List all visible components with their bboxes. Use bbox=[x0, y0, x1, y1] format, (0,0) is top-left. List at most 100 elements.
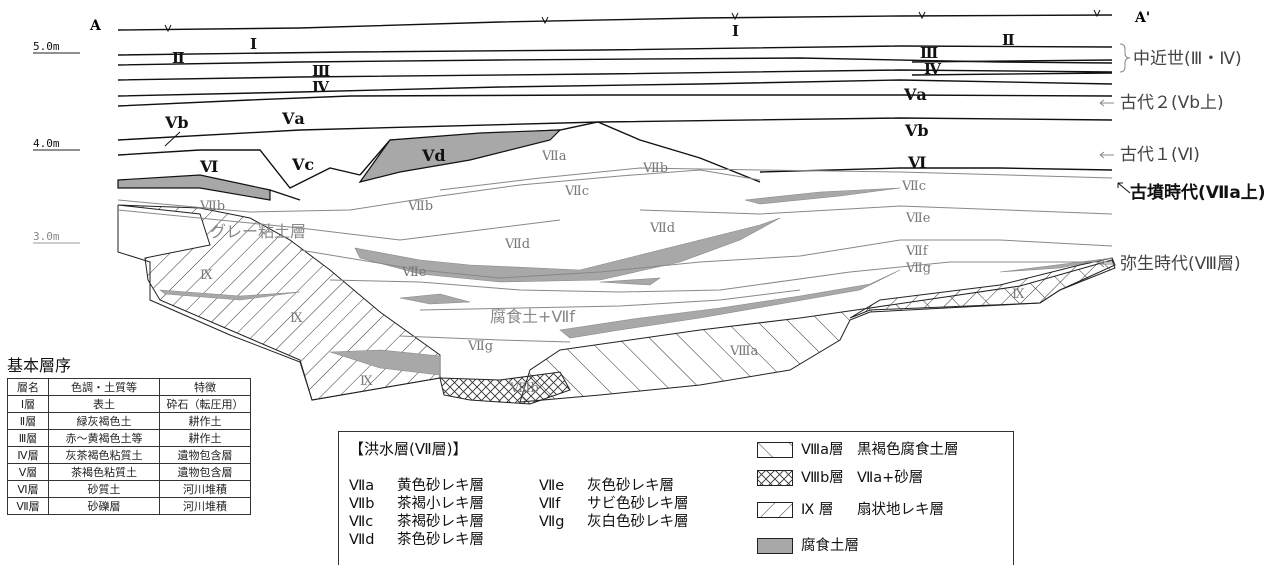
legend-code: Ⅶc bbox=[349, 514, 374, 530]
label-viid-2: Ⅶd bbox=[504, 237, 530, 252]
period-label-kofun: 古墳時代(Ⅶa上) bbox=[1130, 182, 1266, 203]
label-ii-right: Ⅱ bbox=[1002, 31, 1015, 49]
table-cell: 緑灰褐色土 bbox=[48, 412, 160, 430]
label-viif: Ⅶf bbox=[905, 244, 929, 259]
legend-item-viid: Ⅶd 茶色砂レキ層 bbox=[349, 528, 484, 549]
label-vc: Ⅴc bbox=[291, 155, 314, 174]
legend-code: Ⅶd bbox=[349, 532, 375, 548]
legend-swatch-ix: Ⅸ 層 扇状地レキ層 bbox=[757, 498, 944, 519]
legend-item-viif: Ⅶf サビ色砂レキ層 bbox=[539, 492, 689, 513]
label-va-left: Ⅴa bbox=[281, 109, 305, 128]
legend-desc: 黄色砂レキ層 bbox=[397, 478, 484, 494]
legend-swatch-code: Ⅷa層 bbox=[801, 442, 844, 458]
label-viie-2: Ⅶe bbox=[401, 265, 427, 280]
table-cell: 赤～黄褐色土等 bbox=[48, 429, 160, 447]
diagonal-wide-hatch-icon bbox=[757, 442, 793, 458]
label-grey-clay: グレー粘土層 bbox=[210, 222, 306, 241]
legend-code: Ⅶb bbox=[349, 496, 375, 512]
label-viid-1: Ⅶd bbox=[649, 221, 675, 236]
table-cell: 灰茶褐色粘質土 bbox=[48, 446, 160, 464]
table-cell: 遺物包含層 bbox=[159, 446, 251, 464]
layer-viiia-area bbox=[519, 259, 1116, 403]
table-cell: 河川堆積 bbox=[159, 497, 251, 515]
legend-swatch-code: Ⅸ 層 bbox=[801, 502, 834, 518]
legend-code: Ⅶe bbox=[539, 478, 565, 494]
label-viia: Ⅶa bbox=[541, 149, 567, 164]
label-viig-2: Ⅶg bbox=[467, 339, 493, 354]
period-label-yayoi: 弥生時代(Ⅷ層) bbox=[1120, 254, 1241, 274]
layer-viiib-area bbox=[439, 371, 571, 405]
table-cell: Ⅵ層 bbox=[7, 480, 49, 498]
label-viie-1: Ⅶe bbox=[905, 211, 931, 226]
legend-item-viig: Ⅶg 灰白色砂レキ層 bbox=[539, 510, 689, 531]
label-vd: Ⅴd bbox=[421, 146, 446, 165]
legend-swatch-viiib: Ⅷb層 Ⅶa+砂層 bbox=[757, 466, 923, 487]
label-ix-3: Ⅸ bbox=[360, 374, 373, 389]
legend-swatch-code: Ⅷb層 bbox=[801, 470, 844, 486]
table-cell: Ⅲ層 bbox=[7, 429, 49, 447]
legend-swatch-desc: 扇状地レキ層 bbox=[857, 502, 944, 518]
legend-desc: 茶褐砂レキ層 bbox=[397, 514, 484, 530]
label-va-right: Ⅴa bbox=[903, 85, 927, 104]
legend-swatch-desc: Ⅶa+砂層 bbox=[857, 470, 924, 486]
legend-code: Ⅶf bbox=[539, 496, 561, 512]
legend-item-viie: Ⅶe 灰色砂レキ層 bbox=[539, 474, 674, 495]
label-ix-4: Ⅸ bbox=[1012, 287, 1025, 302]
legend-desc: 茶褐小レキ層 bbox=[397, 496, 484, 512]
elevation-label-3m: 3.0m bbox=[33, 230, 60, 243]
table-row: Ⅵ層 砂質土 河川堆積 bbox=[7, 480, 251, 498]
table-row: Ⅳ層 灰茶褐色粘質土 遺物包含層 bbox=[7, 446, 251, 464]
legend-desc: 茶色砂レキ層 bbox=[397, 532, 484, 548]
legend-code: Ⅶa bbox=[349, 478, 375, 494]
label-viib-1: Ⅶb bbox=[642, 161, 668, 176]
label-iv-left: Ⅳ bbox=[312, 78, 330, 96]
legend-swatch-desc: 腐食土層 bbox=[801, 538, 859, 554]
table-header: 色調・土質等 bbox=[48, 378, 160, 396]
table-cell: 耕作土 bbox=[159, 412, 251, 430]
table-cell: 表土 bbox=[48, 395, 160, 413]
basic-sequence-table: 層名 色調・土質等 特徴 Ⅰ層 表土 砕石（転圧用） Ⅱ層 緑灰褐色土 耕作土 … bbox=[7, 378, 251, 515]
legend-swatch-desc: 黒褐色腐食土層 bbox=[857, 442, 959, 458]
basic-sequence-table-block: 基本層序 層名 色調・土質等 特徴 Ⅰ層 表土 砕石（転圧用） Ⅱ層 緑灰褐色土… bbox=[7, 352, 251, 515]
table-cell: Ⅶ層 bbox=[7, 497, 49, 515]
table-row: Ⅲ層 赤～黄褐色土等 耕作土 bbox=[7, 429, 251, 447]
label-vi-right: Ⅵ bbox=[907, 153, 926, 172]
legend-desc: 灰白色砂レキ層 bbox=[587, 514, 689, 530]
table-cell: 砂質土 bbox=[48, 480, 160, 498]
label-viib-2: Ⅶb bbox=[199, 199, 225, 214]
table-header: 特徴 bbox=[159, 378, 251, 396]
humus-lenses bbox=[159, 187, 1113, 376]
label-iii-left: Ⅲ bbox=[312, 62, 330, 80]
label-vb-left: Ⅴb bbox=[164, 113, 189, 132]
label-ix-2: Ⅸ bbox=[290, 311, 303, 326]
legend-desc: サビ色砂レキ層 bbox=[587, 496, 689, 512]
legend-item-viib: Ⅶb 茶褐小レキ層 bbox=[349, 492, 484, 513]
label-i-left: I bbox=[250, 35, 257, 53]
label-viiib: Ⅷb bbox=[509, 381, 539, 396]
legend-desc: 灰色砂レキ層 bbox=[587, 478, 674, 494]
solid-grey-swatch-icon bbox=[757, 538, 793, 554]
label-viib-3: Ⅶb bbox=[407, 199, 433, 214]
label-iii-right: Ⅲ bbox=[920, 44, 938, 62]
basic-sequence-title: 基本層序 bbox=[7, 356, 72, 375]
label-ii-left: Ⅱ bbox=[172, 49, 185, 67]
table-row: Ⅰ層 表土 砕石（転圧用） bbox=[7, 395, 251, 413]
table-cell: Ⅱ層 bbox=[7, 412, 49, 430]
label-humus-viif: 腐食土+Ⅶf bbox=[490, 307, 575, 326]
table-header-row: 層名 色調・土質等 特徴 bbox=[7, 378, 251, 396]
table-cell: Ⅰ層 bbox=[7, 395, 49, 413]
table-cell: 耕作土 bbox=[159, 429, 251, 447]
table-cell: 茶褐色粘質土 bbox=[48, 463, 160, 481]
legend-code: Ⅶg bbox=[539, 514, 565, 530]
crosshatch-icon bbox=[757, 470, 793, 486]
table-cell: 遺物包含層 bbox=[159, 463, 251, 481]
flood-legend-title: 【洪水層(Ⅶ層)】 bbox=[349, 440, 468, 458]
period-label-medieval: 中近世(Ⅲ・Ⅳ) bbox=[1133, 49, 1242, 69]
table-row: Ⅴ層 茶褐色粘質土 遺物包含層 bbox=[7, 463, 251, 481]
elevation-label-4m: 4.0m bbox=[33, 137, 60, 150]
table-row: Ⅱ層 緑灰褐色土 耕作土 bbox=[7, 412, 251, 430]
label-vb-right: Ⅴb bbox=[904, 121, 929, 140]
legend-item-viic: Ⅶc 茶褐砂レキ層 bbox=[349, 510, 484, 531]
label-viig-1: Ⅶg bbox=[905, 261, 931, 276]
stratigraphic-section: 5.0m 4.0m 3.0m A A' bbox=[33, 9, 1266, 405]
